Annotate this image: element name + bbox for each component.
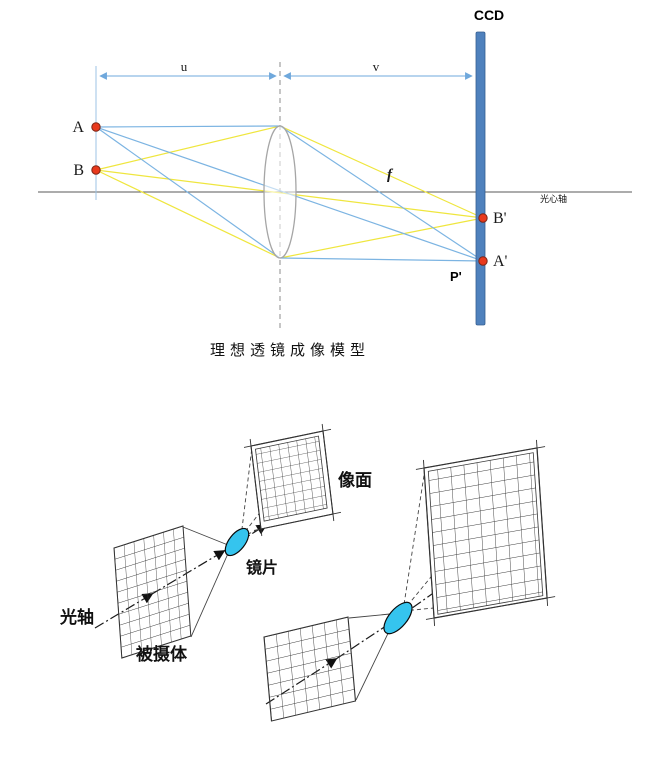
- solid-ray: [355, 622, 394, 701]
- image-plane-right: [415, 439, 556, 627]
- point-B-prime-dot: [478, 213, 488, 223]
- red-points: [91, 122, 488, 266]
- optical-axis-label: 光心轴: [540, 193, 567, 204]
- lens-body: [224, 527, 250, 557]
- point-A-prime-dot: [478, 256, 488, 266]
- subject-label: 被摄体: [136, 644, 188, 664]
- ray: [279, 125, 484, 262]
- solid-ray: [190, 548, 231, 638]
- v-label: v: [373, 59, 380, 74]
- lens-body: [383, 601, 413, 635]
- point-B-label: B: [73, 162, 84, 179]
- frame-edge: [249, 438, 263, 537]
- frame-edge: [243, 428, 332, 448]
- lens-ellipse: [263, 125, 297, 259]
- point-A-label: A: [72, 119, 84, 136]
- u-label: u: [181, 59, 188, 74]
- focal-length-label: f: [387, 167, 394, 183]
- solid-ray: [348, 613, 391, 619]
- image-grid: [255, 435, 328, 522]
- blue-rays: [95, 125, 484, 262]
- dashed-ray: [402, 468, 426, 612]
- ccd-label: CCD: [474, 7, 504, 23]
- image-plane-left: [243, 423, 342, 537]
- frame-edge: [321, 423, 335, 522]
- image-grid: [427, 452, 544, 615]
- ray: [95, 125, 281, 128]
- frame-edge: [536, 439, 549, 607]
- point-A-dot: [91, 122, 101, 132]
- frame-edge: [423, 459, 436, 627]
- dashed-ray: [240, 446, 253, 538]
- subject-grid-left: [113, 525, 192, 659]
- frame-extension-lines: [243, 423, 342, 537]
- point-B-dot: [91, 165, 101, 175]
- point-P-prime-label: P': [450, 269, 462, 284]
- ccd-bar: [475, 31, 486, 326]
- point-B-prime-label: B': [493, 210, 507, 227]
- lens-left: [224, 527, 250, 557]
- solid-ray: [182, 526, 229, 546]
- lens-label: 镜片: [246, 558, 278, 577]
- frame-edge: [253, 511, 342, 531]
- optical-axis-bottom-label: 光轴: [59, 607, 94, 627]
- frame-edge: [425, 596, 556, 620]
- subject-grid-right: [263, 616, 357, 722]
- ray: [279, 125, 484, 219]
- grid-surface: [263, 616, 357, 722]
- ray: [95, 125, 281, 171]
- point-A-prime-label: A': [493, 253, 508, 270]
- ray: [279, 217, 484, 259]
- lens-right: [383, 601, 413, 635]
- frame-extension-lines: [415, 439, 556, 627]
- ray: [279, 257, 484, 262]
- grid-surface: [113, 525, 192, 659]
- ray: [95, 126, 281, 259]
- top-diagram-caption: 理想透镜成像模型: [210, 341, 370, 359]
- ray: [95, 169, 281, 259]
- image-plane-label: 像面: [338, 471, 372, 490]
- frame-edge: [415, 446, 546, 470]
